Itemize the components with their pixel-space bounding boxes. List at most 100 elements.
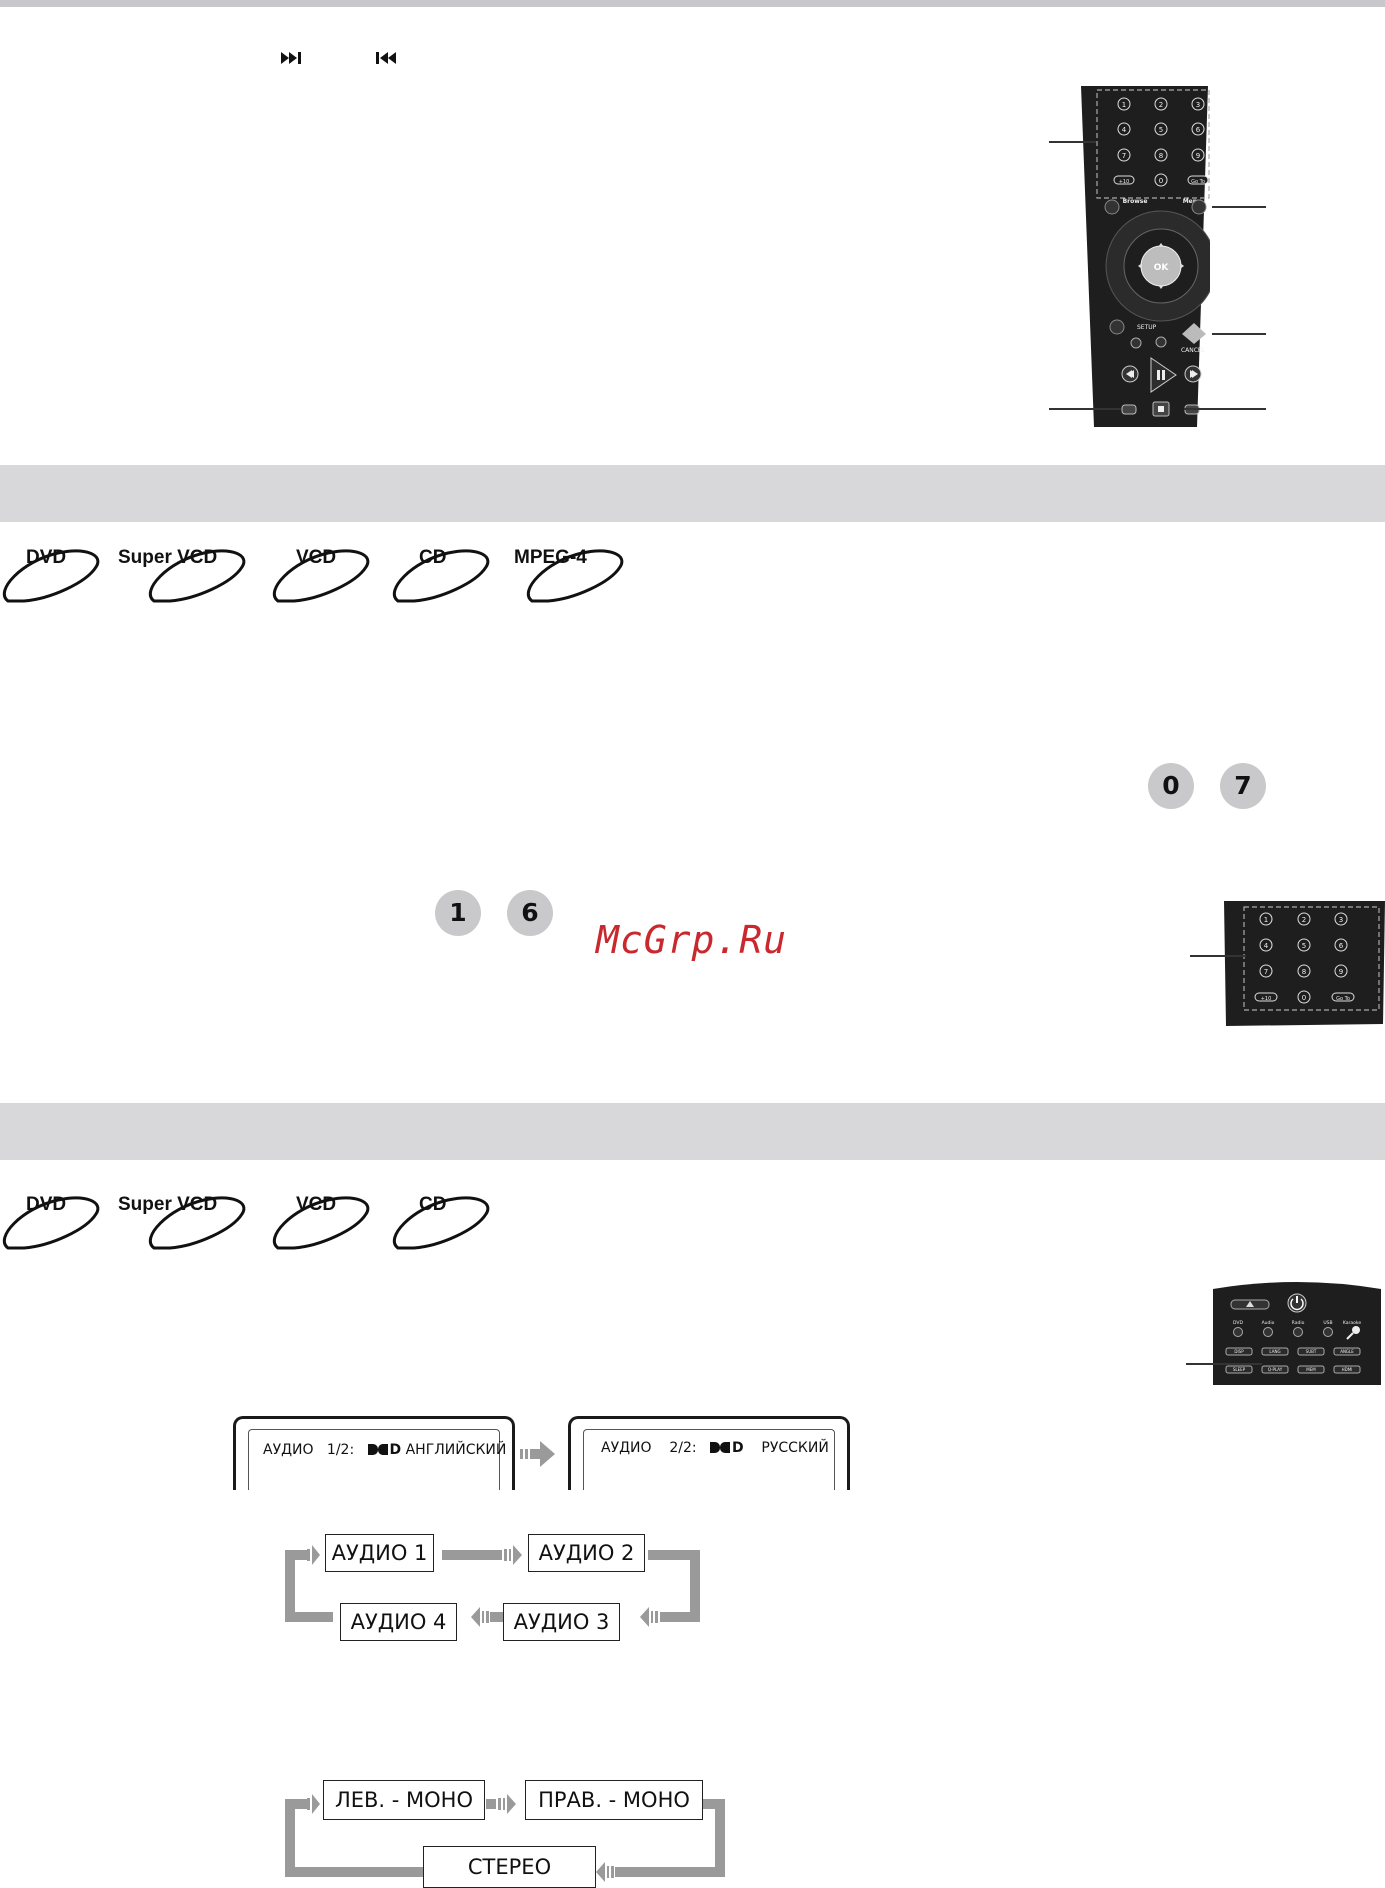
audio-mode-box: ЛЕВ. - МОНО bbox=[323, 1780, 485, 1820]
osd-screen: АУДИО 2/2: D РУССКИЙ bbox=[568, 1416, 850, 1490]
remote-key-0: 0 bbox=[1159, 177, 1163, 185]
mode-cycle-diagram bbox=[285, 1782, 735, 1887]
function-label: SUBT bbox=[1306, 1349, 1317, 1354]
callout-line bbox=[1186, 1363, 1262, 1365]
callout-line bbox=[1049, 408, 1121, 410]
previous-chapter-icon bbox=[376, 51, 400, 70]
next-chapter-icon bbox=[281, 51, 305, 70]
function-label: Q-PLAY bbox=[1268, 1367, 1283, 1372]
remote-menu-label: Menu bbox=[1183, 198, 1202, 205]
remote-key-7: 7 bbox=[1122, 152, 1126, 160]
remote-key-9: 9 bbox=[1196, 152, 1200, 160]
osd-language: РУССКИЙ bbox=[761, 1440, 829, 1456]
disc-logo-super-vcd: Super VCD bbox=[118, 1190, 258, 1250]
disc-logo-super-vcd: Super VCD bbox=[118, 543, 258, 603]
audio-track-box: АУДИО 1 bbox=[325, 1534, 434, 1572]
disc-label: DVD bbox=[26, 547, 67, 568]
keypad-key: 9 bbox=[1339, 968, 1343, 976]
dolby-digital-icon: D bbox=[709, 1440, 744, 1456]
audio-cycle-diagram bbox=[285, 1532, 705, 1647]
source-label: DVD bbox=[1233, 1320, 1243, 1326]
remote-key-plus10: +10 bbox=[1119, 179, 1130, 185]
function-label: ANGLE bbox=[1340, 1349, 1354, 1354]
keypad-key: 3 bbox=[1339, 916, 1343, 924]
callout-line bbox=[1212, 333, 1266, 335]
function-label: LANG bbox=[1269, 1349, 1280, 1354]
disc-logo-dvd: DVD bbox=[0, 1190, 120, 1250]
remote-key-4: 4 bbox=[1122, 126, 1127, 134]
arrow-right-icon bbox=[520, 1440, 556, 1473]
disc-label: Super VCD bbox=[118, 1194, 218, 1215]
number-key-icon: 6 bbox=[507, 890, 553, 936]
source-label: USB bbox=[1323, 1320, 1332, 1326]
disc-logo-dvd: DVD bbox=[0, 543, 120, 603]
remote-setup-label: SETUP bbox=[1137, 324, 1157, 331]
number-key-icon: 7 bbox=[1220, 763, 1266, 809]
watermark: McGrp.Ru bbox=[596, 918, 788, 962]
source-label: Radio bbox=[1292, 1320, 1305, 1326]
keypad-key: 6 bbox=[1339, 942, 1344, 950]
callout-line bbox=[1184, 408, 1266, 410]
disc-label: Super VCD bbox=[118, 547, 218, 568]
disc-label: CD bbox=[419, 547, 447, 568]
disc-logo-cd: CD bbox=[390, 543, 510, 603]
keypad-key: 4 bbox=[1264, 942, 1269, 950]
keypad-key: 2 bbox=[1302, 916, 1306, 924]
source-label: Karaoke bbox=[1343, 1320, 1361, 1326]
audio-mode-box: СТЕРЕО bbox=[423, 1846, 596, 1888]
function-label: DISP bbox=[1234, 1349, 1244, 1354]
dolby-digital-icon: D bbox=[367, 1442, 401, 1458]
section-header-band bbox=[0, 465, 1385, 522]
remote-control: 1 2 3 4 5 6 7 8 9 +10 0 Go To Browse Men… bbox=[1080, 86, 1217, 433]
keypad-key: 0 bbox=[1302, 994, 1306, 1002]
source-label: Audio bbox=[1262, 1320, 1275, 1326]
callout-line bbox=[1190, 955, 1246, 957]
disc-logo-cd: CD bbox=[390, 1190, 510, 1250]
keypad-key: Go To bbox=[1336, 996, 1350, 1002]
section-header-band bbox=[0, 1103, 1385, 1160]
remote-key-2: 2 bbox=[1159, 101, 1163, 109]
remote-key-8: 8 bbox=[1159, 152, 1163, 160]
audio-mode-box: ПРАВ. - МОНО bbox=[525, 1780, 703, 1820]
osd-track-index: 2/2: bbox=[669, 1440, 697, 1456]
number-key-icon: 0 bbox=[1148, 763, 1194, 809]
keypad-key: 8 bbox=[1302, 968, 1306, 976]
remote-key-5: 5 bbox=[1159, 126, 1163, 134]
keypad-key: 7 bbox=[1264, 968, 1268, 976]
disc-logo-vcd: VCD bbox=[270, 543, 390, 603]
top-rule bbox=[0, 0, 1385, 7]
keypad-key: 5 bbox=[1302, 942, 1306, 950]
disc-label: DVD bbox=[26, 1194, 67, 1215]
osd-track-index: 1/2: bbox=[326, 1442, 355, 1458]
disc-label: MPEG-4 bbox=[514, 547, 587, 568]
disc-label: VCD bbox=[296, 1194, 337, 1215]
keypad-key: 1 bbox=[1264, 916, 1268, 924]
remote-browse-label: Browse bbox=[1123, 198, 1148, 205]
function-label: MEM bbox=[1306, 1367, 1316, 1372]
remote-key-goto: Go To bbox=[1191, 179, 1205, 185]
disc-label: VCD bbox=[296, 547, 337, 568]
disc-logo-vcd: VCD bbox=[270, 1190, 390, 1250]
remote-key-6: 6 bbox=[1196, 126, 1201, 134]
function-label: HDMI bbox=[1342, 1367, 1353, 1372]
remote-key-1: 1 bbox=[1122, 101, 1126, 109]
remote-ok-label: OK bbox=[1154, 263, 1170, 273]
osd-language: АНГЛИЙСКИЙ bbox=[405, 1442, 507, 1458]
audio-track-box: АУДИО 2 bbox=[528, 1534, 645, 1572]
osd-audio-prefix: АУДИО bbox=[263, 1442, 314, 1458]
callout-line bbox=[1049, 141, 1096, 143]
remote-key-3: 3 bbox=[1196, 101, 1200, 109]
audio-track-box: АУДИО 3 bbox=[503, 1603, 620, 1641]
number-key-icon: 1 bbox=[435, 890, 481, 936]
remote-cancel-label: CANCEL bbox=[1181, 347, 1206, 354]
keypad-key: +10 bbox=[1261, 996, 1272, 1002]
osd-audio-prefix: АУДИО bbox=[601, 1440, 652, 1456]
callout-line bbox=[1212, 206, 1266, 208]
osd-screen: АУДИО 1/2: D АНГЛИЙСКИЙ bbox=[233, 1416, 515, 1490]
disc-logo-mpeg4: MPEG-4 bbox=[512, 543, 642, 603]
function-label: SLEEP bbox=[1233, 1367, 1246, 1372]
disc-label: CD bbox=[419, 1194, 447, 1215]
remote-top-detail: DVD Audio Radio USB Karaoke DISP LANG SU… bbox=[1211, 1279, 1383, 1391]
audio-track-box: АУДИО 4 bbox=[340, 1603, 457, 1641]
remote-keypad-detail: 1 2 3 4 5 6 7 8 9 +10 0 Go To bbox=[1224, 901, 1385, 1031]
